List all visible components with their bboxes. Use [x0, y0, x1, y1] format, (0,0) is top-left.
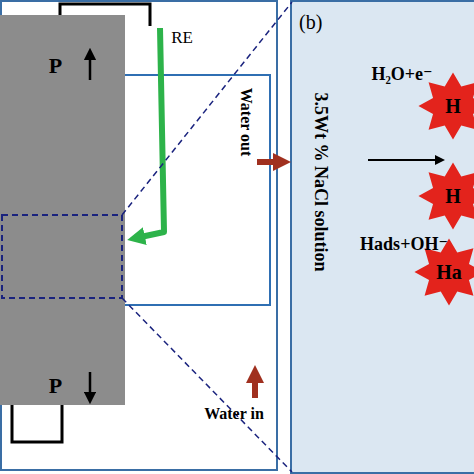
- reference-electrode: [136, 28, 164, 238]
- flow-label: Water in: [204, 405, 264, 423]
- panel-frame: [1, 1, 277, 470]
- flow-label: Water out: [237, 88, 255, 157]
- solution-panel: [291, 1, 474, 473]
- flow-arrow: [252, 374, 258, 398]
- hydrogen-star: H: [417, 161, 474, 231]
- wire: [60, 4, 150, 26]
- star-shape: [418, 162, 474, 229]
- panel-label: (b): [299, 11, 322, 34]
- reaction-arrow: [368, 159, 440, 161]
- reaction-label: H₂O+e⁻: [371, 63, 432, 85]
- solution-label: 3.5Wt % NaCl solution: [310, 92, 331, 271]
- force-label: P: [49, 53, 62, 79]
- flow-cell: [125, 75, 270, 305]
- load-arrow: [89, 372, 92, 398]
- specimen-block: PP: [0, 15, 125, 405]
- atom-label: H: [445, 95, 461, 118]
- zoom-region: [2, 215, 122, 298]
- wire: [12, 405, 62, 442]
- force-label: P: [49, 373, 62, 399]
- zoom-line: [122, 298, 292, 472]
- specimen: [0, 15, 125, 405]
- electrode-label: RE: [171, 28, 193, 48]
- atom-label: Ha: [436, 261, 462, 284]
- atom-label: H: [445, 185, 461, 208]
- zoom-line: [122, 2, 292, 215]
- flow-arrow: [257, 159, 282, 165]
- load-arrow: [89, 54, 92, 80]
- reaction-label: Hads+OH⁻: [360, 233, 448, 255]
